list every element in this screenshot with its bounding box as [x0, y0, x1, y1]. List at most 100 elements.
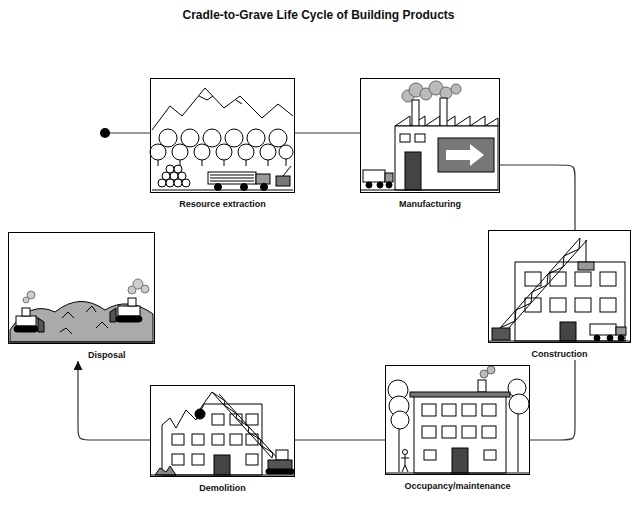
stage-label: Demolition — [150, 482, 295, 494]
start-marker — [105, 132, 150, 133]
resource-extraction-illustration — [216, 144, 232, 160]
flow-connector — [500, 165, 575, 230]
manufacturing-illustration — [402, 81, 461, 102]
occupancy-illustration — [410, 392, 510, 397]
construction-illustration — [575, 298, 591, 312]
occupancy-illustration — [401, 455, 409, 472]
flow-connector — [295, 132, 360, 133]
occupancy-illustration — [487, 366, 495, 374]
resource-extraction-illustration — [203, 129, 221, 147]
manufacturing-illustration — [363, 170, 385, 182]
occupancy-illustration — [462, 404, 476, 416]
occupancy-illustration — [386, 366, 529, 473]
demolition-illustration — [151, 475, 294, 476]
stage-label: Construction — [488, 348, 631, 360]
stage-panel: Construction — [488, 230, 631, 360]
resource-extraction-illustration — [194, 144, 210, 160]
construction-illustration — [618, 335, 624, 341]
construction-illustration — [590, 324, 616, 335]
resource-extraction-illustration — [150, 129, 293, 160]
construction-illustration — [575, 272, 591, 286]
construction-illustration — [607, 335, 613, 341]
illustration-frame — [385, 365, 530, 475]
resource-extraction-illustration — [269, 129, 287, 147]
resource-extraction-illustration — [260, 144, 276, 160]
manufacturing-illustration — [405, 152, 421, 190]
occupancy-illustration — [509, 394, 529, 414]
demolition-illustration — [151, 392, 294, 475]
stage-panel: Demolition — [150, 385, 295, 494]
resource-extraction-illustration — [174, 165, 182, 173]
demolition-illustration — [266, 469, 294, 474]
manufacturing-illustration — [366, 182, 372, 188]
demolition-illustration — [214, 455, 230, 475]
stage-panel: Resource extraction — [150, 78, 295, 210]
occupancy-illustration — [482, 404, 496, 416]
construction-illustration — [525, 272, 616, 312]
start-marker — [100, 128, 110, 138]
resource-extraction-illustration — [283, 166, 291, 176]
flow-connector — [530, 360, 575, 440]
occupancy-illustration — [386, 473, 529, 474]
occupancy-illustration — [452, 448, 468, 473]
disposal-illustration — [14, 326, 38, 332]
construction-illustration — [578, 262, 594, 270]
demolition-illustration — [212, 392, 279, 460]
disposal-illustration — [27, 291, 35, 299]
resource-extraction-illustration — [181, 129, 199, 147]
demolition-illustration — [212, 392, 273, 458]
resource-extraction-illustration — [225, 129, 243, 147]
occupancy-illustration — [424, 450, 436, 460]
occupancy-illustration — [391, 411, 409, 429]
resource-extraction-illustration — [152, 88, 293, 130]
construction-illustration — [492, 328, 510, 340]
manufacturing-illustration — [385, 173, 393, 182]
manufacturing-illustration — [400, 134, 410, 142]
resource-extraction-illustration — [150, 144, 166, 160]
manufacturing-illustration — [395, 126, 498, 190]
occupancy-illustration — [414, 396, 506, 473]
occupancy-illustration — [442, 426, 456, 438]
construction-illustration — [586, 240, 587, 262]
construction-illustration — [600, 272, 616, 286]
demolition-illustration — [212, 414, 224, 425]
resource-extraction-illustration — [247, 129, 265, 147]
construction-illustration — [489, 341, 630, 342]
resource-extraction-illustration — [152, 190, 293, 191]
disposal-illustration — [128, 298, 136, 306]
occupancy-illustration — [422, 426, 436, 438]
illustration-frame — [360, 78, 500, 193]
illustration-frame — [150, 385, 295, 477]
demolition-illustration — [162, 404, 262, 475]
manufacturing-illustration — [438, 138, 494, 172]
occupancy-illustration — [422, 404, 436, 416]
stage-label: Manufacturing — [360, 198, 500, 210]
manufacturing-illustration — [415, 134, 425, 142]
resource-extraction-illustration — [166, 165, 174, 173]
disposal-illustration — [10, 301, 153, 342]
manufacturing-illustration — [377, 182, 383, 188]
disposal-illustration — [9, 279, 154, 342]
occupancy-illustration — [403, 450, 408, 455]
manufacturing-illustration — [412, 100, 419, 126]
resource-extraction-illustration — [208, 172, 256, 184]
resource-extraction-illustration — [238, 144, 254, 160]
occupancy-illustration — [482, 426, 496, 438]
disposal-illustration — [16, 316, 36, 326]
construction-illustration — [616, 327, 626, 335]
stage-panel: Disposal — [8, 232, 155, 361]
manufacturing-illustration — [440, 87, 452, 99]
diagram-title: Cradle-to-Grave Life Cycle of Building P… — [0, 8, 637, 23]
disposal-illustration — [116, 316, 142, 322]
resource-extraction-illustration — [261, 184, 268, 191]
stage-label: Disposal — [88, 349, 155, 361]
disposal-illustration — [22, 308, 30, 316]
resource-extraction-illustration — [150, 88, 293, 191]
disposal-illustration — [30, 306, 108, 334]
resource-extraction-illustration — [279, 145, 293, 159]
construction-illustration — [560, 322, 576, 341]
disposal-illustration — [141, 285, 149, 293]
demolition-illustration — [212, 434, 224, 445]
